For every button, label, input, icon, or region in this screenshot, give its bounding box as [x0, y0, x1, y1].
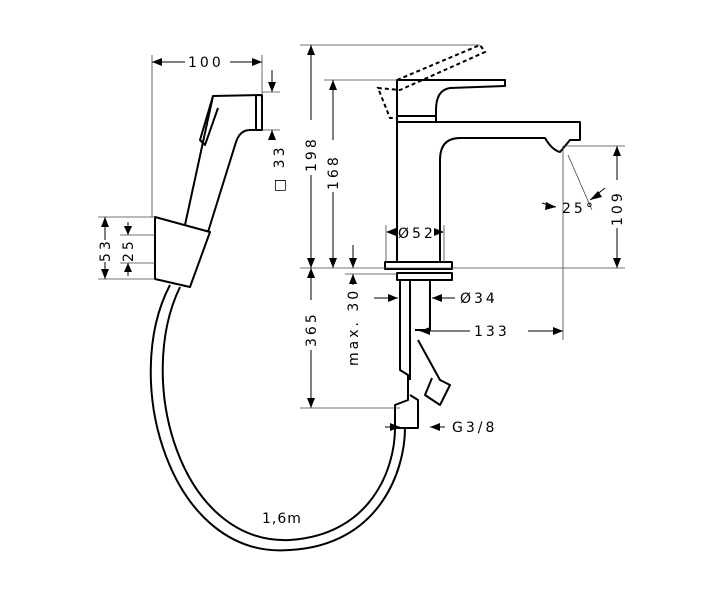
shower-holder: [154, 216, 211, 288]
dim-max-30: max. 30: [346, 288, 362, 366]
hand-shower: [184, 94, 263, 233]
dim-109: 109: [610, 190, 626, 226]
dim-g3-8: G3/8: [452, 420, 497, 436]
dim-d34: Ø34: [460, 291, 498, 307]
dim-25-deg: 25°: [562, 201, 596, 217]
dim-25: 25: [121, 238, 137, 262]
dim-133: 133: [474, 324, 510, 340]
dim-100: 100: [188, 55, 224, 71]
hose-length: 1,6m: [262, 511, 302, 527]
hose: [149, 284, 406, 552]
dim-square-33: □ 33: [272, 145, 288, 193]
dim-198: 198: [304, 136, 320, 172]
dim-53: 53: [98, 238, 114, 262]
dimension-lines: [98, 44, 625, 431]
dim-d52: Ø52: [398, 226, 436, 242]
dim-365: 365: [304, 311, 320, 347]
dim-168: 168: [326, 154, 342, 190]
